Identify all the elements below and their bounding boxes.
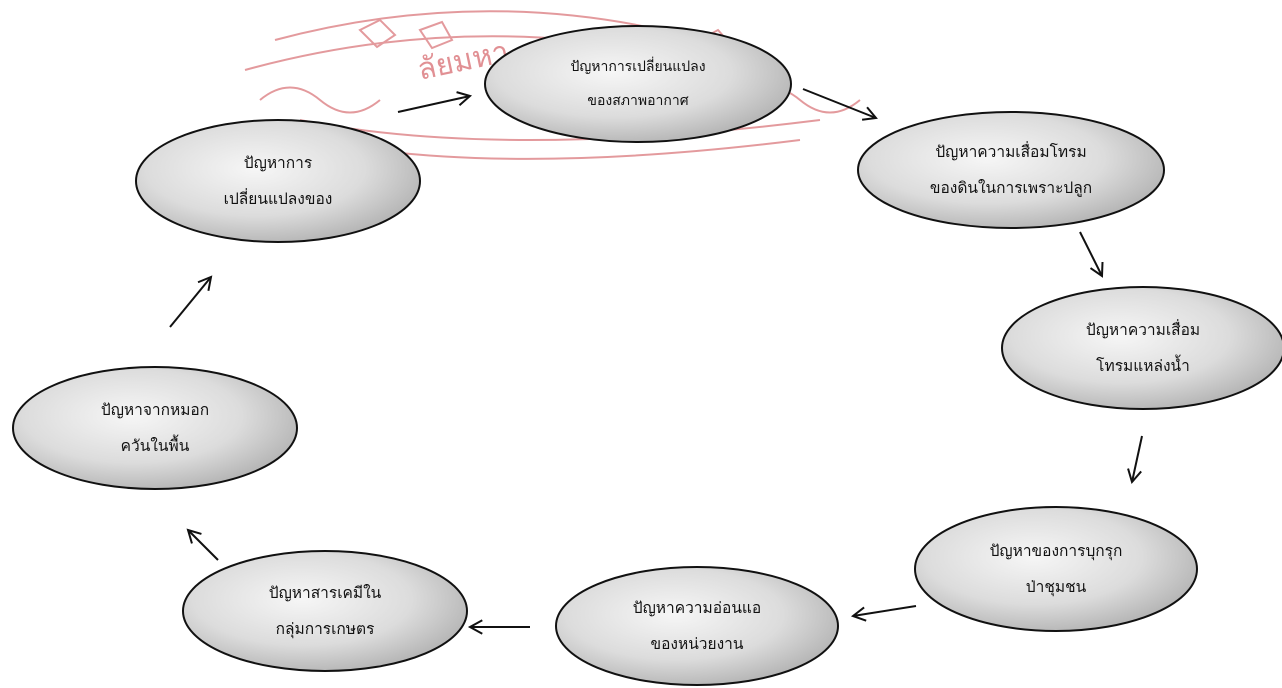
node-climate-change-line-2: ของสภาพอากาศ bbox=[587, 93, 689, 109]
node-forest-encroachment: ปัญหาของการบุกรุก ป่าชุมชน bbox=[915, 507, 1197, 631]
node-water-degradation-line-1: ปัญหาความเสื่อม bbox=[1085, 321, 1201, 339]
arrow-forest-encroachment-to-weak-agencies bbox=[850, 605, 917, 622]
arrow-agro-chemicals-to-haze bbox=[186, 528, 219, 561]
node-weak-agencies: ปัญหาความอ่อนแอ ของหน่วยงาน bbox=[556, 567, 838, 685]
node-agro-chemicals-line-2: กลุ่มการเกษตร bbox=[275, 620, 375, 638]
arrow-change-of-to-climate-change bbox=[397, 91, 473, 113]
node-forest-encroachment-line-1: ปัญหาของการบุกรุก bbox=[989, 542, 1123, 560]
node-shape-haze bbox=[12, 366, 298, 490]
node-soil-degradation-line-1: ปัญหาความเสื่อมโทรม bbox=[935, 143, 1087, 161]
arrow-soil-degradation-to-water-degradation bbox=[1079, 231, 1104, 278]
arrow-climate-change-to-soil-degradation bbox=[802, 88, 878, 121]
node-haze-line-2: ควันในพื้น bbox=[120, 437, 190, 455]
node-haze: ปัญหาจากหมอก ควันในพื้น bbox=[13, 367, 297, 489]
arrow-water-degradation-to-forest-encroachment bbox=[1127, 435, 1143, 485]
node-weak-agencies-line-2: ของหน่วยงาน bbox=[650, 635, 744, 653]
node-agro-chemicals: ปัญหาสารเคมีใน กลุ่มการเกษตร bbox=[183, 551, 467, 671]
node-forest-encroachment-line-2: ป่าชุมชน bbox=[1025, 578, 1087, 596]
node-water-degradation-line-2: โทรมแหล่งน้ำ bbox=[1096, 357, 1190, 375]
node-climate-change: ปัญหาการเปลี่ยนแปลง ของสภาพอากาศ bbox=[485, 26, 791, 142]
node-weak-agencies-line-1: ปัญหาความอ่อนแอ bbox=[632, 599, 762, 617]
node-shape-water-degradation bbox=[1001, 286, 1282, 410]
node-haze-line-1: ปัญหาจากหมอก bbox=[100, 401, 210, 419]
node-shape-forest-encroachment bbox=[914, 506, 1198, 632]
node-soil-degradation: ปัญหาความเสื่อมโทรม ของดินในการเพราะปลูก bbox=[858, 112, 1164, 228]
node-change-of-line-2: เปลี่ยนแปลงของ bbox=[223, 190, 333, 208]
node-shape-agro-chemicals bbox=[182, 550, 468, 672]
node-water-degradation: ปัญหาความเสื่อม โทรมแหล่งน้ำ bbox=[1002, 287, 1282, 409]
node-change-of: ปัญหาการ เปลี่ยนแปลงของ bbox=[136, 120, 420, 242]
node-shape-climate-change bbox=[484, 25, 792, 143]
node-agro-chemicals-line-1: ปัญหาสารเคมีใน bbox=[268, 584, 382, 602]
node-shape-change-of bbox=[135, 119, 421, 243]
node-soil-degradation-line-2: ของดินในการเพราะปลูก bbox=[929, 179, 1093, 197]
node-shape-weak-agencies bbox=[555, 566, 839, 686]
node-climate-change-line-1: ปัญหาการเปลี่ยนแปลง bbox=[570, 59, 706, 75]
arrow-weak-agencies-to-agro-chemicals bbox=[467, 619, 530, 635]
node-shape-soil-degradation bbox=[857, 111, 1165, 229]
arrow-haze-to-change-of bbox=[169, 275, 213, 328]
node-change-of-line-1: ปัญหาการ bbox=[243, 154, 313, 172]
